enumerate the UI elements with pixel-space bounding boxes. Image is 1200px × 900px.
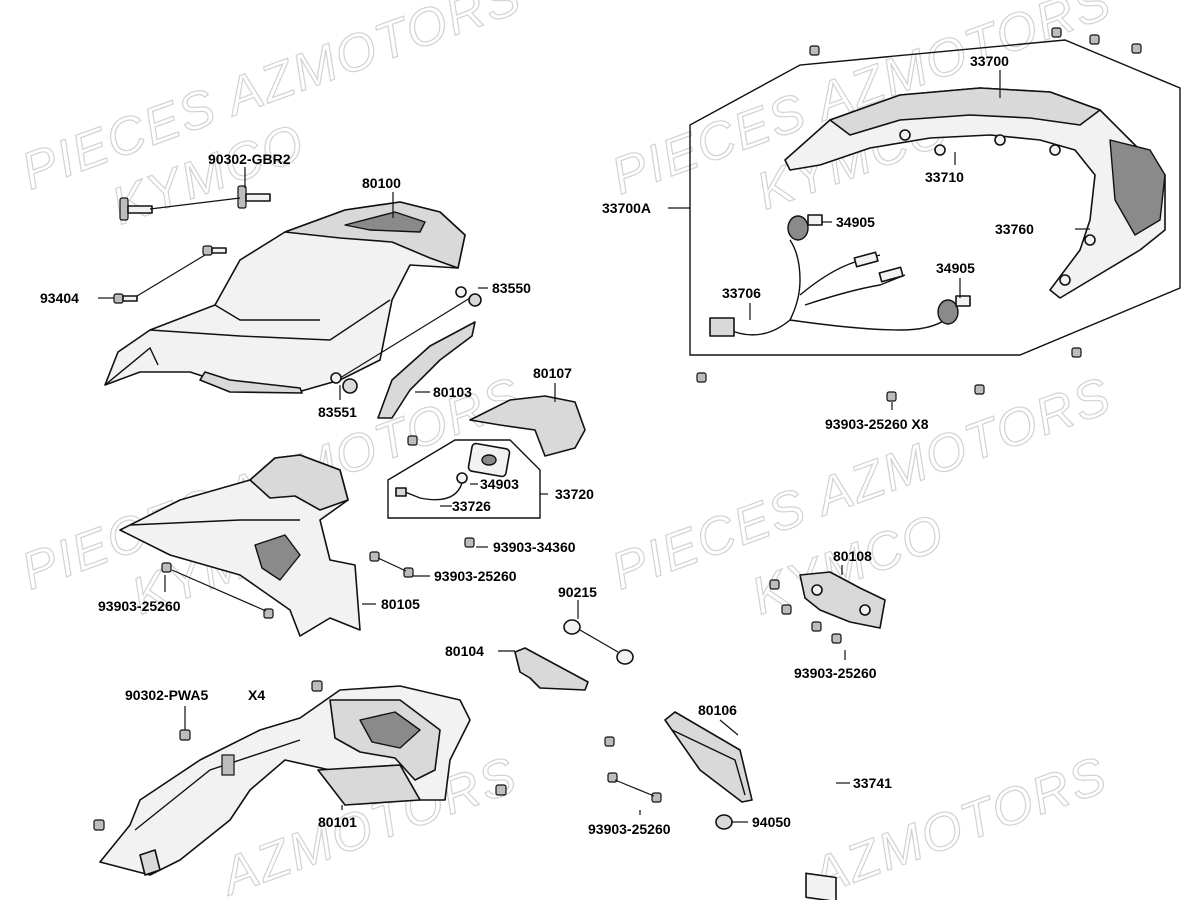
label-qty-x4: X4 — [248, 687, 265, 703]
bolt-90302-gbr2 — [119, 185, 271, 221]
label-94050: 94050 — [752, 814, 791, 830]
cover-80107 — [469, 395, 586, 457]
rear-fender-80100 — [104, 201, 466, 394]
assembly-frame-33700a — [689, 39, 1181, 356]
label-80105: 80105 — [381, 596, 420, 612]
plate-33741 — [805, 872, 837, 900]
bracket-80104 — [514, 647, 589, 691]
wiring-harness-33706 — [709, 214, 971, 337]
label-80108: 80108 — [833, 548, 872, 564]
bolt-93404 — [113, 245, 227, 304]
label-33726: 33726 — [452, 498, 491, 514]
label-90302-gbr2: 90302-GBR2 — [208, 151, 291, 167]
nut-94050 — [715, 814, 733, 830]
label-83550: 83550 — [492, 280, 531, 296]
watermark-text: AZMOTORS — [801, 746, 1115, 900]
label-93903-25260-x8: 93903-25260 X8 — [825, 416, 929, 432]
label-34905-b: 34905 — [936, 260, 975, 276]
label-80103: 80103 — [433, 384, 472, 400]
screws-93903-25260-left — [161, 537, 475, 619]
label-33741: 33741 — [853, 775, 892, 791]
label-33710: 33710 — [925, 169, 964, 185]
label-34905-a: 34905 — [836, 214, 875, 230]
tail-light-33700 — [784, 87, 1166, 299]
label-80101: 80101 — [318, 814, 357, 830]
label-93903-34360: 93903-34360 — [493, 539, 576, 555]
label-93903-25260-d: 93903-25260 — [794, 665, 877, 681]
label-33720: 33720 — [555, 486, 594, 502]
splash-guard-80101 — [99, 685, 471, 876]
label-80104: 80104 — [445, 643, 484, 659]
bushing-90215 — [563, 619, 634, 665]
label-80100: 80100 — [362, 175, 401, 191]
screws-93903-25260-x8 — [696, 27, 1142, 402]
bracket-80108 — [769, 571, 886, 644]
license-bracket-80106 — [664, 711, 753, 803]
label-33700: 33700 — [970, 53, 1009, 69]
label-80106: 80106 — [698, 702, 737, 718]
screws-93903-25260-bottom — [604, 736, 662, 803]
label-90215: 90215 — [558, 584, 597, 600]
reflector-strip-80103 — [377, 321, 476, 419]
label-33760: 33760 — [995, 221, 1034, 237]
label-93903-25260-b: 93903-25260 — [98, 598, 181, 614]
label-93903-25260-a: 93903-25260 — [434, 568, 517, 584]
label-93404: 93404 — [40, 290, 79, 306]
license-light-33720 — [395, 435, 511, 501]
screws-90302-pwa5 — [93, 680, 507, 831]
label-33706: 33706 — [722, 285, 761, 301]
leader-lines — [98, 70, 1090, 823]
label-90302-pwa5: 90302-PWA5 — [125, 687, 208, 703]
washer-83551 — [330, 372, 358, 394]
nut-83550 — [339, 286, 482, 379]
label-33700a: 33700A — [602, 200, 651, 216]
label-80107: 80107 — [533, 365, 572, 381]
label-layer: 90302-GBR2 80100 93404 83550 80103 83551… — [40, 53, 1034, 837]
license-light-frame-33720 — [387, 439, 541, 519]
label-93903-25260-c: 93903-25260 — [588, 821, 671, 837]
inner-fender-80105 — [119, 454, 361, 637]
label-34903: 34903 — [480, 476, 519, 492]
label-83551: 83551 — [318, 404, 357, 420]
